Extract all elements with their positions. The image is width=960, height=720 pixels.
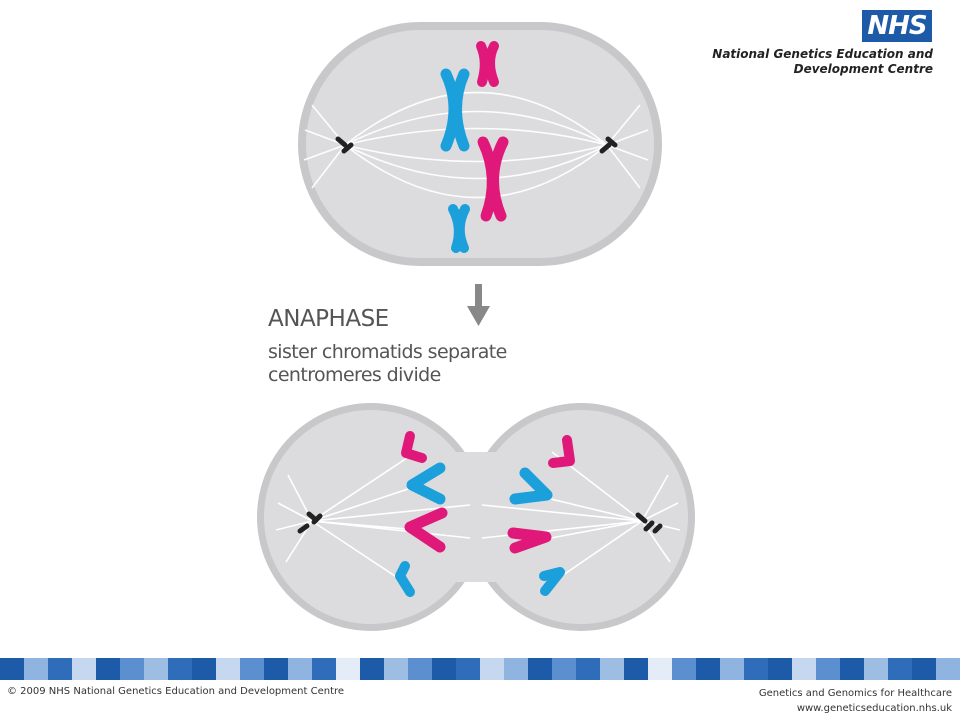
footer-stripe — [408, 658, 432, 680]
footer-stripe — [768, 658, 792, 680]
footer-stripe — [264, 658, 288, 680]
footer-stripe — [48, 658, 72, 680]
footer-stripe — [840, 658, 864, 680]
centrosome-right-bottom — [635, 512, 663, 534]
footer-stripe — [528, 658, 552, 680]
metaphase-cell — [298, 22, 662, 266]
chromatid-pink-right-lower — [507, 527, 552, 554]
footer-stripe — [480, 658, 504, 680]
footer-stripe — [144, 658, 168, 680]
footer-stripe — [672, 658, 696, 680]
chromatid-pink-right-upper — [548, 435, 575, 468]
footer-stripe — [744, 658, 768, 680]
footer-stripe — [96, 658, 120, 680]
chromatid-pink-left-lower — [404, 507, 448, 553]
footer-stripe — [624, 658, 648, 680]
footer-stripe — [456, 658, 480, 680]
chromatid-pink-left-upper — [401, 431, 427, 463]
footer-stripe — [0, 658, 24, 680]
footer-stripe — [864, 658, 888, 680]
footer-stripe — [600, 658, 624, 680]
organization-name-line1: National Genetics Education and — [712, 47, 933, 61]
copyright-text: © 2009 NHS National Genetics Education a… — [7, 686, 345, 697]
chromatid-blue-left-lower — [395, 561, 415, 597]
down-arrow-icon — [467, 284, 490, 326]
footer-credits: Genetics and Genomics for Healthcare www… — [759, 686, 952, 716]
footer-stripe — [192, 658, 216, 680]
phase-description: sister chromatids separate centromeres d… — [268, 341, 507, 387]
footer-stripe — [504, 658, 528, 680]
chromatid-blue-right-upper — [509, 467, 553, 505]
footer-stripe — [888, 658, 912, 680]
footer-stripe — [792, 658, 816, 680]
organization-name: National Genetics Education and Developm… — [712, 47, 933, 77]
phase-description-line2: centromeres divide — [268, 364, 441, 386]
centrosome-right-top — [599, 136, 618, 154]
footer-stripe — [912, 658, 936, 680]
chromosome-pink-large — [477, 136, 509, 222]
footer-stripe — [72, 658, 96, 680]
footer-stripe — [216, 658, 240, 680]
footer-stripe — [24, 658, 48, 680]
footer-stripe — [240, 658, 264, 680]
nhs-logo: NHS — [862, 10, 932, 42]
footer-website-link[interactable]: www.geneticseducation.nhs.uk — [796, 703, 952, 714]
footer-stripe — [336, 658, 360, 680]
footer-stripe — [120, 658, 144, 680]
footer-stripe — [360, 658, 384, 680]
chromosome-pink-small — [476, 41, 499, 87]
footer-stripe — [576, 658, 600, 680]
chromatid-blue-right-lower — [539, 567, 565, 596]
footer-stripe — [648, 658, 672, 680]
chromatid-blue-left-upper — [406, 462, 446, 505]
footer-stripe — [552, 658, 576, 680]
footer-stripe — [720, 658, 744, 680]
phase-description-line1: sister chromatids separate — [268, 341, 507, 363]
footer-stripe — [816, 658, 840, 680]
footer-stripe — [384, 658, 408, 680]
footer-stripe — [936, 658, 960, 680]
footer-tagline: Genetics and Genomics for Healthcare — [758, 688, 952, 699]
footer-stripe — [312, 658, 336, 680]
centrosome-left-top — [335, 136, 354, 154]
phase-title: ANAPHASE — [268, 306, 389, 332]
chromosome-blue-large — [440, 68, 470, 152]
footer-stripe — [168, 658, 192, 680]
chromosome-blue-small — [448, 204, 470, 253]
anaphase-cell — [257, 403, 695, 631]
footer-stripe — [432, 658, 456, 680]
centrosome-left-bottom — [297, 511, 323, 534]
cell-membrane-bottom — [257, 403, 695, 631]
organization-name-line2: Development Centre — [793, 62, 933, 76]
footer-stripe — [288, 658, 312, 680]
footer-stripe-bar — [0, 658, 960, 680]
footer-stripe — [696, 658, 720, 680]
